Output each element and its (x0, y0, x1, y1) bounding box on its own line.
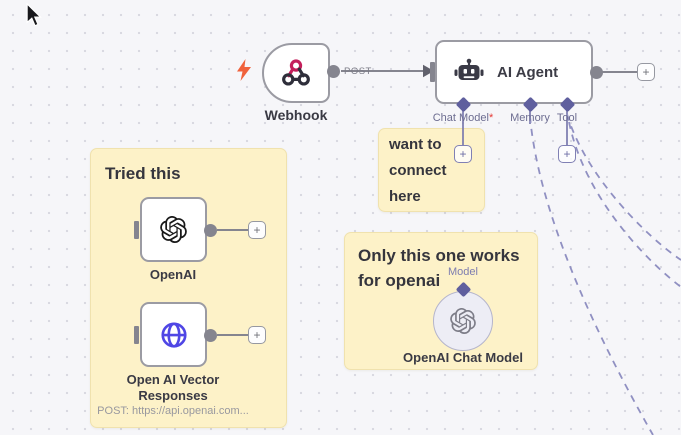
port-label-tool: Tool (556, 112, 578, 124)
add-node-button-vector[interactable]: + (248, 326, 266, 344)
node-openai[interactable] (140, 197, 207, 262)
webhook-icon (282, 59, 310, 86)
node-label-vector: Open AI Vector Responses (126, 372, 220, 404)
node-ai-agent[interactable]: AI Agent (435, 40, 593, 104)
sticky-title: Tried this (105, 164, 181, 183)
plus-icon: + (563, 147, 571, 161)
sticky-note-tried-this[interactable]: Tried this (90, 148, 287, 428)
robot-icon (454, 58, 484, 80)
sticky-text: want to connect here (389, 136, 447, 205)
mouse-cursor-icon (26, 3, 42, 27)
node-label-openai-chat-model: OpenAI Chat Model (403, 350, 523, 365)
port-label-chat-model: Chat Model* (432, 112, 494, 124)
node-label-openai: OpenAI (149, 267, 197, 282)
sticky-note-only-one-works[interactable]: Only this one works for openai (344, 232, 538, 370)
port-label-memory: Memory (510, 112, 550, 124)
agent-output-port[interactable] (590, 65, 603, 79)
plus-icon: + (253, 328, 261, 342)
openai-input-port[interactable] (134, 221, 139, 239)
node-label-ai-agent: AI Agent (497, 63, 559, 81)
required-asterisk: * (488, 112, 494, 124)
globe-icon (160, 321, 187, 348)
connection-method-label: POST (344, 66, 372, 77)
plus-icon: + (459, 147, 467, 161)
webhook-output-port[interactable] (327, 64, 340, 78)
sticky-note-want-to-connect[interactable]: want to connect here (378, 128, 485, 212)
node-vector-responses[interactable] (140, 302, 207, 367)
add-node-button-agent-output[interactable]: + (637, 63, 655, 81)
connection-tool-dashed-1[interactable] (566, 113, 681, 261)
openai-output-port[interactable] (204, 223, 217, 237)
plus-icon: + (253, 223, 261, 237)
chat-model-port-label: Model (448, 266, 478, 278)
agent-input-port[interactable] (430, 62, 435, 82)
trigger-bolt-icon (237, 59, 251, 81)
connection-tool-dashed-2[interactable] (568, 121, 681, 288)
node-label-webhook: Webhook (264, 107, 328, 123)
openai-logo-icon (160, 216, 187, 243)
connection-memory-dashed[interactable] (529, 115, 654, 435)
sticky-title: Only this one works for openai (358, 246, 520, 290)
vector-output-port[interactable] (204, 328, 217, 342)
node-openai-chat-model[interactable] (433, 291, 493, 351)
add-node-button-tool[interactable]: + (558, 145, 576, 163)
node-webhook[interactable] (262, 43, 330, 103)
openai-logo-icon (450, 308, 476, 334)
add-node-button-chat-model[interactable]: + (454, 145, 472, 163)
plus-icon: + (642, 65, 650, 79)
add-node-button-openai[interactable]: + (248, 221, 266, 239)
vector-input-port[interactable] (134, 326, 139, 344)
node-subtitle-vector: POST: https://api.openai.com... (97, 405, 249, 417)
